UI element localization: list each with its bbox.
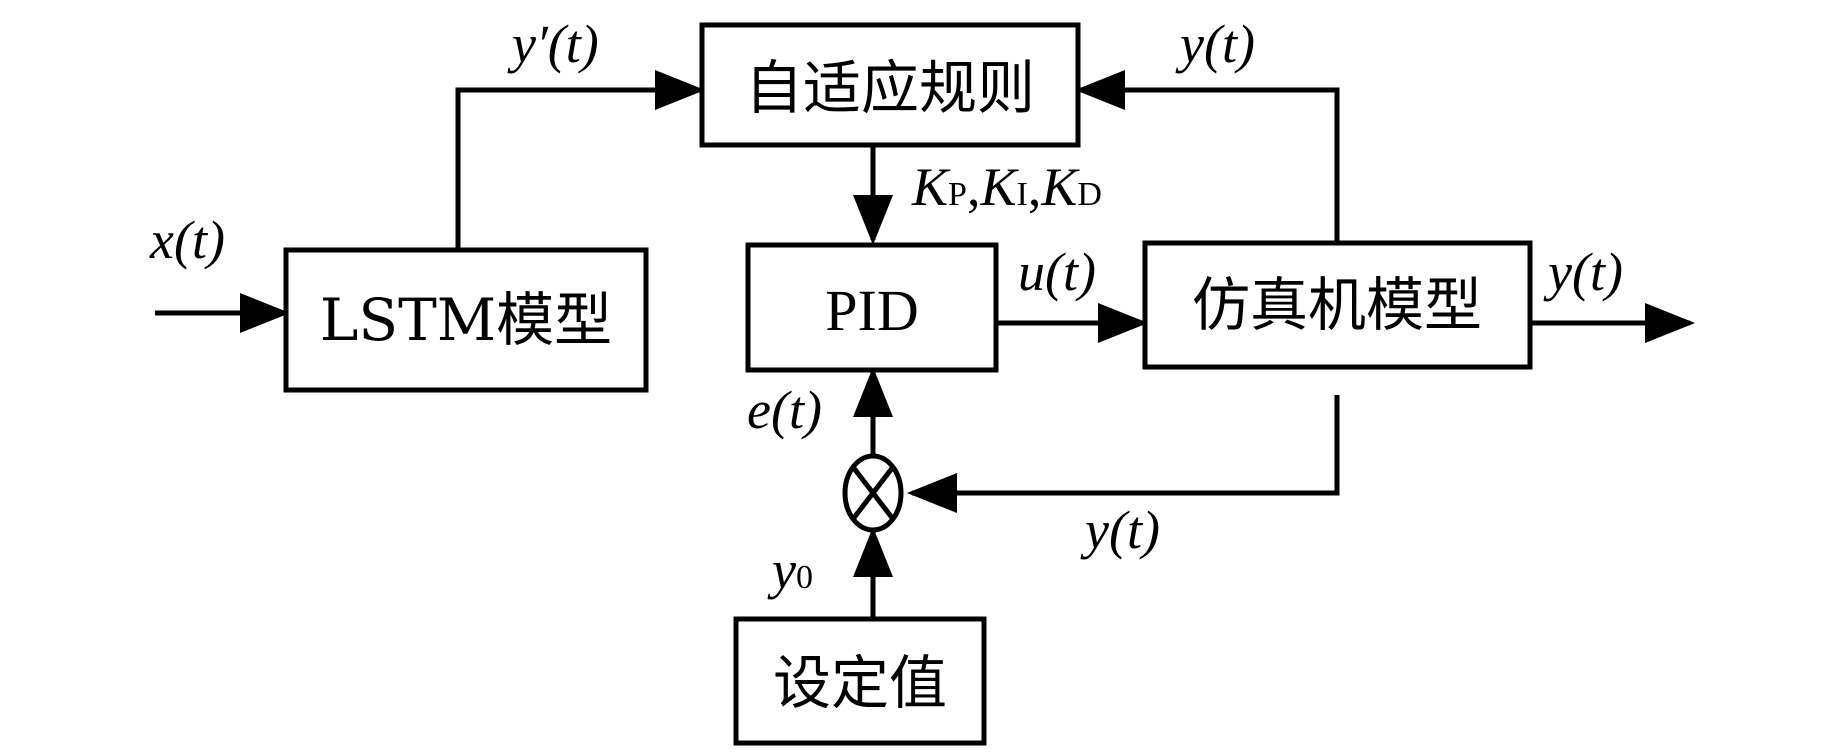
lstm-to-adaptive-arrow <box>455 70 705 288</box>
pid-label: PID <box>825 278 918 343</box>
plant-block: 仿真机模型 <box>1142 240 1533 370</box>
feedback-bottom-label: y(t) <box>1080 500 1160 560</box>
feedback-top-label: y(t) <box>1175 14 1255 74</box>
control-signal-label: u(t) <box>1018 242 1096 302</box>
adaptive-rule-label: 自适应规则 <box>745 54 1035 122</box>
lstm-block-label: LSTM模型 <box>320 286 612 354</box>
feedback-to-junction-arrow <box>907 395 1340 513</box>
error-signal-label: e(t) <box>747 380 822 440</box>
gains-label: KP,KI,KD <box>911 157 1102 217</box>
output-signal-label: y(t) <box>1543 242 1623 302</box>
lstm-output-label: y′(t) <box>507 14 599 74</box>
setpoint-label: 设定值 <box>773 649 947 717</box>
setpoint-block: 设定值 <box>733 616 987 746</box>
lstm-block: LSTM模型 <box>283 247 649 393</box>
feedback-to-adaptive-arrow <box>1075 70 1340 250</box>
plant-label: 仿真机模型 <box>1192 271 1482 339</box>
pid-block: PID <box>745 242 999 373</box>
setpoint-signal-label: y0 <box>767 540 813 600</box>
summing-junction <box>842 453 904 533</box>
input-signal-label: x(t) <box>149 210 225 270</box>
adaptive-rule-block: 自适应规则 <box>699 22 1081 148</box>
